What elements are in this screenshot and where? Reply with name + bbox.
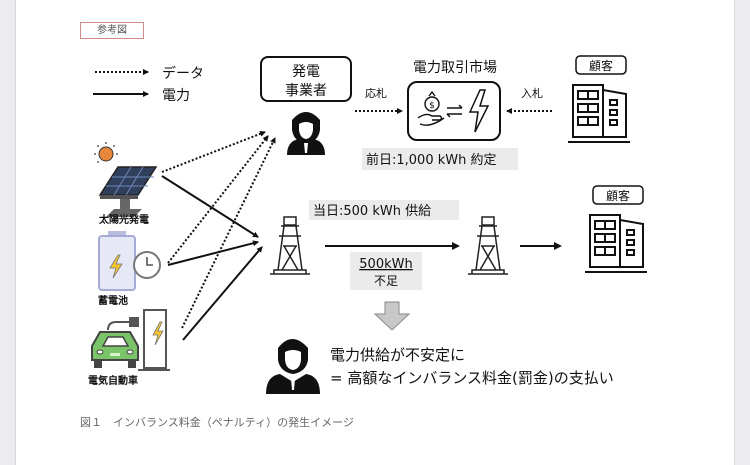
plug-icon [107,317,139,331]
money-bag-hand-icon: $ [417,90,445,126]
office-building-icon [568,84,630,143]
electric-car-icon [91,331,139,368]
transmission-tower-icon [270,216,310,275]
down-arrow-icon [373,301,411,331]
data-flow-arrows [161,131,276,329]
solar-power-source: 太陽光発電 [94,142,158,226]
legend-data-label: データ [162,65,204,82]
battery-label: 蓄電池 [98,294,128,307]
battery-power-arrow [167,240,259,266]
reference-figure-tag: 参考図 [80,22,144,39]
solar-data-arrow [161,131,266,173]
lightning-bolt-icon [468,89,490,133]
day-ahead-note: 前日:1,000 kWh 約定 [366,152,496,168]
same-day-note-bg [309,200,459,220]
market-title: 電力取引市場 [413,59,497,76]
solar-panel-icon [98,166,158,217]
charging-station-icon [138,309,170,371]
power-exchange-market: 電力取引市場 $ 応札 入札 前日:1,000 kWh 約定 [355,59,552,170]
battery-source: 蓄電池 [98,231,161,307]
businessperson-icon [287,112,325,155]
bid-response-label: 応札 [365,86,387,100]
businessperson-icon [266,339,320,394]
ev-data-arrow [181,137,276,329]
ev-source: 電気自動車 [88,309,170,387]
generator-label-line1: 発電 [292,64,320,80]
transmission-tower-icon [468,216,508,275]
customer-bottom-label-box [592,185,644,205]
shortage-line1: 500kWh [359,257,412,272]
generator-operator: 発電 事業者 [260,56,352,155]
sun-icon [94,142,118,163]
battery-icon [98,231,136,291]
customer-bottom: 顧客 [585,185,647,273]
result-line1: 電力供給が不安定に [330,346,465,364]
figure-caption: 図１ インバランス料金（ペナルティ）の発生イメージ [80,416,354,429]
same-day-note: 当日:500 kWh 供給 [313,204,431,219]
solar-power-arrow [161,175,259,238]
bid-label: 入札 [521,87,543,100]
solar-label: 太陽光発電 [98,213,149,226]
office-building-icon [585,214,647,273]
exchange-arrows-icon [446,104,463,118]
customer-top-label: 顧客 [589,58,613,73]
shortage-note-bg [350,252,422,290]
ev-power-arrow [182,246,263,341]
generator-label-line2: 事業者 [285,83,327,99]
customer-top: 顧客 [568,55,630,143]
legend-power-label: 電力 [162,88,190,104]
document-page [15,0,735,465]
day-ahead-note-bg [362,148,518,170]
battery-data-arrow [167,135,269,264]
penalty-result: 電力供給が不安定に = 高額なインバランス料金(罰金)の支払い [266,339,614,394]
shortage-line2: 不足 [374,274,398,288]
clock-icon [133,251,161,279]
result-line2: = 高額なインバランス料金(罰金)の支払い [330,369,614,387]
svg-text:$: $ [429,101,435,111]
customer-bottom-label: 顧客 [606,188,630,203]
customer-top-label-box [575,55,627,75]
generator-label-box [260,56,352,102]
ev-label: 電気自動車 [88,374,138,387]
power-flow-arrows [161,175,263,341]
legend: データ 電力 [93,65,204,104]
